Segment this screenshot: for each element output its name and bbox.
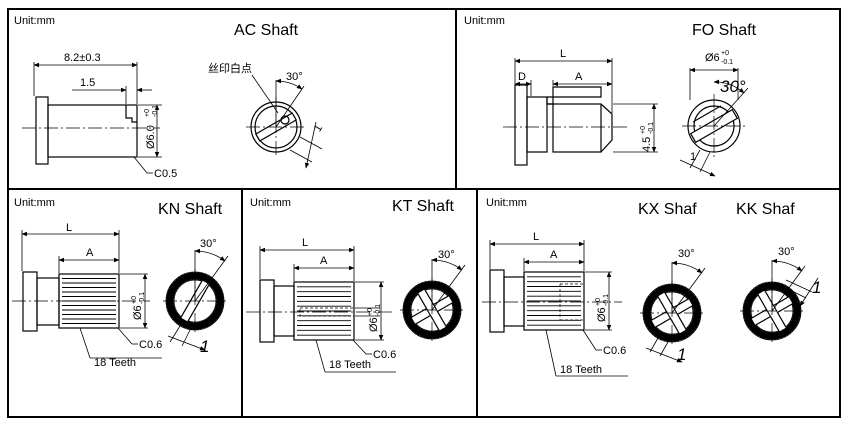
teeth-label: 18 Teeth bbox=[94, 357, 136, 369]
teeth-label: 18 Teeth bbox=[560, 364, 602, 376]
tol-upper: +0 bbox=[131, 296, 138, 304]
tol-lower: -0.1 bbox=[648, 122, 655, 134]
dim-a: A bbox=[575, 71, 583, 83]
dim-step-length: 1.5 bbox=[80, 77, 95, 89]
panel-kt-shaft: Unit:mm KT Shaft L A Ø6 +0 -0.1 bbox=[246, 197, 466, 373]
slot-width-label-kx: 1 bbox=[677, 345, 686, 364]
fo-end-view: Ø6 +0 -0.1 30° 1 bbox=[679, 50, 749, 177]
panel-kn-shaft: Unit:mm KN Shaft L A Ø6 +0 -0.1 bbox=[12, 197, 229, 369]
panel-title: KN Shaft bbox=[158, 201, 223, 218]
angle-label: 30° bbox=[720, 77, 746, 96]
dim-diameter: Ø6 bbox=[596, 307, 608, 322]
chamfer-label: C0.6 bbox=[139, 339, 162, 351]
unit-label: Unit:mm bbox=[14, 15, 55, 27]
chamfer-label: C0.6 bbox=[603, 345, 626, 357]
fo-side-view: L D A 4.5 +0 -0.1 bbox=[503, 48, 658, 166]
dim-total-length: 8.2±0.3 bbox=[64, 52, 101, 64]
kx-side-view: L A Ø6 +0 -0.1 C0.6 18 Teeth bbox=[482, 231, 628, 377]
dim-flat: 4.5 bbox=[641, 137, 653, 152]
dim-l: L bbox=[66, 222, 72, 234]
angle-label-kk: 30° bbox=[778, 246, 795, 258]
angle-label: 30° bbox=[438, 249, 455, 261]
angle-label: 30° bbox=[286, 71, 303, 83]
chamfer-label: C0.5 bbox=[154, 168, 177, 180]
panel-title-kx: KX Shaf bbox=[638, 201, 697, 218]
chamfer-label: C0.6 bbox=[373, 349, 396, 361]
dim-diameter: Ø6 bbox=[705, 52, 720, 64]
dim-diameter-main: Ø6.0 bbox=[145, 125, 157, 149]
kk-end-view: 30° 1 bbox=[740, 246, 821, 343]
panel-title: FO Shaft bbox=[692, 22, 757, 39]
knurl-teeth bbox=[297, 286, 351, 336]
ac-end-view: 丝印白点 30° 1 bbox=[208, 61, 325, 169]
slot-width-label: 1 bbox=[312, 123, 325, 134]
tol-lower: -0.1 bbox=[152, 105, 159, 117]
slot-width-label: 1 bbox=[690, 151, 696, 163]
dim-a: A bbox=[86, 247, 94, 259]
unit-label: Unit:mm bbox=[486, 197, 527, 209]
tol-lower: -0.1 bbox=[375, 304, 382, 316]
dim-a: A bbox=[550, 249, 558, 261]
tol-lower: -0.1 bbox=[721, 59, 733, 66]
tol-upper: +0 bbox=[721, 50, 729, 57]
tol-upper: +0 bbox=[367, 308, 374, 316]
dim-l: L bbox=[560, 48, 566, 60]
tol-upper: +0 bbox=[595, 298, 602, 306]
unit-label: Unit:mm bbox=[464, 15, 505, 27]
unit-label: Unit:mm bbox=[250, 197, 291, 209]
panel-title: KT Shaft bbox=[392, 198, 455, 215]
dim-a: A bbox=[320, 255, 328, 267]
silk-dot-note: 丝印白点 bbox=[208, 61, 252, 75]
angle-label: 30° bbox=[200, 238, 217, 250]
kn-end-view: 30° 1 bbox=[163, 238, 229, 356]
panel-ac-shaft: Unit:mm AC Shaft 8.2±0.3 1.5 Ø6.0 +0 -0.… bbox=[14, 15, 325, 180]
ac-side-view: 8.2±0.3 1.5 Ø6.0 +0 -0.1 C0.5 bbox=[22, 52, 177, 180]
dim-d: D bbox=[518, 71, 526, 83]
knurl-teeth bbox=[527, 276, 581, 326]
teeth-label: 18 Teeth bbox=[329, 359, 371, 371]
dim-diameter: Ø6 bbox=[132, 305, 144, 320]
slot-width-label-kk: 1 bbox=[812, 278, 821, 297]
tol-upper: +0 bbox=[144, 109, 151, 117]
tol-lower: -0.1 bbox=[603, 294, 610, 306]
angle-label-kx: 30° bbox=[678, 248, 695, 260]
drawing-frame bbox=[7, 8, 841, 418]
slot-width-label: 1 bbox=[200, 337, 209, 356]
dim-l: L bbox=[533, 231, 539, 243]
panel-kx-kk-shaft: Unit:mm KX Shaf KK Shaf L A Ø6 +0 -0.1 bbox=[482, 197, 821, 377]
kt-end-view: 30° bbox=[400, 249, 466, 342]
panel-title-kk: KK Shaf bbox=[736, 201, 795, 218]
tol-lower: -0.1 bbox=[139, 292, 146, 304]
tol-upper: +0 bbox=[640, 126, 647, 134]
kt-side-view: L A Ø6 +0 -0.1 C0.6 18 Teeth bbox=[246, 237, 396, 373]
dim-diameter: Ø6 bbox=[368, 317, 380, 332]
kx-end-view: 30° 1 bbox=[640, 248, 706, 364]
kn-side-view: L A Ø6 +0 -0.1 C0.6 18 Teeth bbox=[12, 222, 162, 369]
panel-title: AC Shaft bbox=[234, 22, 299, 39]
panel-fo-shaft: Unit:mm FO Shaft L D A 4.5 +0 bbox=[464, 15, 757, 177]
knurl-teeth bbox=[62, 278, 116, 324]
unit-label: Unit:mm bbox=[14, 197, 55, 209]
dim-l: L bbox=[302, 237, 308, 249]
